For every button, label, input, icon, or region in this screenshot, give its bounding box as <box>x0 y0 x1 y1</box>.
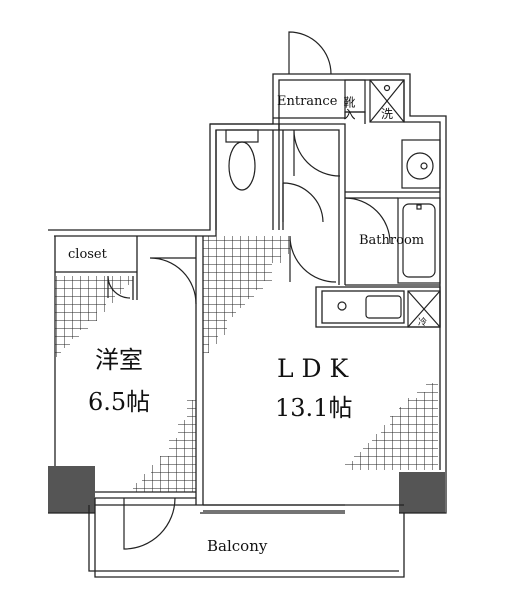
washer-drain <box>383 84 391 92</box>
toilet-bowl <box>228 141 256 191</box>
western-room-size: 6.5帖 <box>88 388 150 416</box>
fridge-label: 冷 <box>418 316 427 328</box>
ldk-tiles-bottom <box>345 383 438 470</box>
floor-tiles <box>55 236 438 492</box>
fixtures <box>225 79 441 328</box>
fridge-space <box>407 290 441 328</box>
column-right <box>399 472 445 513</box>
washer-label: 洗 <box>381 107 393 121</box>
kitchen-counter-inner <box>321 290 405 324</box>
bathtub-inner <box>402 203 436 278</box>
basin-counter <box>401 139 441 189</box>
ldk-door <box>289 235 337 283</box>
walls <box>48 73 447 578</box>
ldk-label: L D K <box>277 354 350 383</box>
basin-tap <box>420 162 428 170</box>
closet-door <box>107 275 131 299</box>
entrance-label: Entrance <box>277 94 338 109</box>
shoe-box <box>344 79 366 113</box>
stove-burner <box>337 301 347 311</box>
bathroom-label: Bathroom <box>359 233 424 248</box>
western-door <box>149 257 197 305</box>
balcony-window <box>203 504 345 512</box>
kitchen-sink <box>365 295 402 319</box>
balcony-label: Balcony <box>207 537 268 555</box>
toilet-door <box>282 182 324 223</box>
fridge-space-x <box>407 290 441 328</box>
bathroom-wall <box>345 191 440 286</box>
doors <box>107 31 391 550</box>
washer-pan <box>369 79 405 123</box>
western-room-name: 洋室 <box>95 346 143 374</box>
hallway-wall <box>279 123 346 285</box>
western-bottom-wall <box>95 491 196 499</box>
partition-western-ldk <box>195 236 204 505</box>
basin-bowl <box>406 152 434 180</box>
washer-pan-x <box>369 79 405 123</box>
outer-wall <box>48 73 447 514</box>
column-left <box>48 466 95 513</box>
ldk-size: 13.1帖 <box>275 394 352 422</box>
toilet-room-wall <box>210 123 280 230</box>
entrance-door <box>288 31 332 75</box>
closet-wall <box>55 236 138 300</box>
columns <box>48 466 445 513</box>
balcony-door <box>123 497 176 550</box>
labels: Entrance 靴入 洗 Bathroom closet 洋室 6.5帖 L … <box>68 94 427 555</box>
western-room-tiles-bottom <box>133 381 196 492</box>
hallway-door <box>293 129 341 177</box>
shoe-box-label: 靴入 <box>342 96 356 120</box>
ldk-tiles-top <box>203 236 290 353</box>
toilet-tank <box>225 129 259 143</box>
bathtub-drain <box>416 204 422 210</box>
bathroom-door <box>344 197 391 244</box>
western-room-tiles-top <box>55 276 133 357</box>
closet-label: closet <box>68 247 108 262</box>
bathtub <box>397 197 441 284</box>
